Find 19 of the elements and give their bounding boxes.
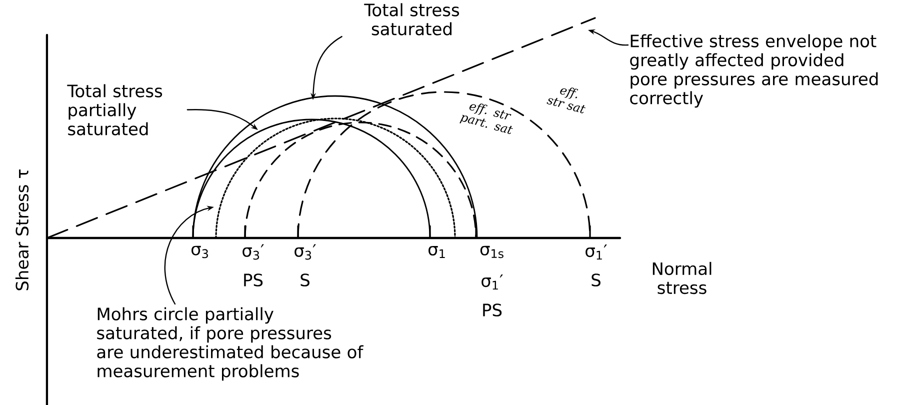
tick-label: σ$_{1}$′ bbox=[482, 274, 503, 290]
tick-label: σ$_{3}$′ bbox=[242, 244, 264, 260]
tick-label: σ$_{1}$′ bbox=[586, 244, 607, 260]
callout-text: Total stress saturated bbox=[364, 3, 460, 36]
tick-label: PS bbox=[244, 274, 263, 286]
tick-label: PS bbox=[483, 304, 502, 316]
handwritten-note: eff. str part. sat bbox=[460, 104, 513, 134]
axis-label: Shear Stress τ bbox=[15, 169, 29, 290]
callout-text: Mohrs circle partially saturated, if pore pressures are underestimated because of measurement problems bbox=[97, 307, 364, 381]
tick-label: σ$_{1s}$ bbox=[480, 246, 504, 258]
callout-text: Total stress partially saturated bbox=[67, 84, 162, 136]
callout-text: Effective stress envelope not greatly affected provided pore pressures are measured correctly bbox=[630, 34, 878, 108]
tick-label: S bbox=[592, 274, 600, 286]
handwritten-note: eff. str sat bbox=[546, 88, 586, 114]
tick-label: σ$_{1}$ bbox=[428, 246, 445, 258]
axis-label: Normal stress bbox=[652, 262, 712, 294]
tick-label: σ$_{3}$ bbox=[192, 246, 208, 258]
tick-label: σ$_{3}$′ bbox=[294, 244, 316, 260]
tick-label: S bbox=[300, 274, 310, 286]
